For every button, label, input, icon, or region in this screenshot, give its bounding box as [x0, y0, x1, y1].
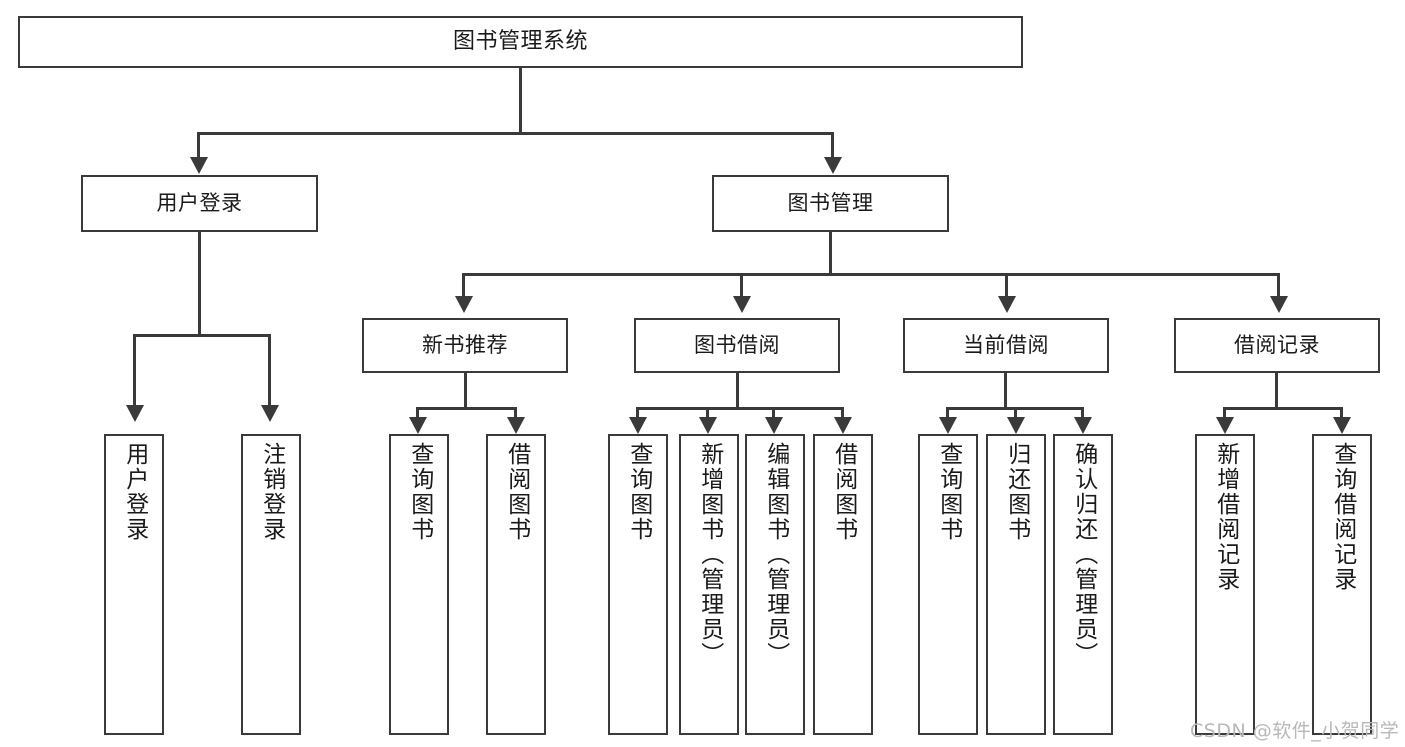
node-label: 用户登录: [121, 442, 148, 542]
arrow-current-borrow: [998, 296, 1016, 313]
node-book-borrow[interactable]: 图书借阅: [634, 318, 840, 373]
connector-currentborrow-stem: [1004, 373, 1007, 409]
connector-book-manage-stem: [829, 232, 832, 275]
connector-drop-book-borrow: [740, 273, 743, 298]
connector-user-login-bus: [133, 334, 270, 337]
leaf-bookborrow-edit-book[interactable]: 编辑图书（管理员）: [745, 434, 805, 735]
connector-borrowrecord-stem: [1275, 373, 1278, 409]
node-label: 注销登录: [258, 442, 285, 542]
leaf-bookborrow-query-book[interactable]: 查询图书: [608, 434, 668, 735]
arrow-borrowrecord-0: [1216, 417, 1234, 434]
node-label: 借阅图书: [503, 442, 530, 542]
leaf-bookborrow-add-book[interactable]: 新增图书（管理员）: [679, 434, 739, 735]
node-label: 当前借阅: [963, 333, 1049, 358]
node-label: 图书管理: [787, 191, 874, 216]
connector-drop-current-borrow: [1005, 273, 1008, 298]
node-label: 图书管理系统: [452, 29, 588, 55]
connector-drop-leaf-user-login: [133, 334, 136, 407]
arrow-bookborrow-1: [699, 417, 717, 434]
connector-drop-currentborrow-1: [1014, 407, 1017, 419]
node-label: 编辑图书（管理员）: [762, 442, 789, 667]
connector-user-login-stem: [198, 232, 201, 336]
arrow-bookborrow-2: [765, 417, 783, 434]
connector-drop-bookborrow-3: [841, 407, 844, 419]
node-label: 用户登录: [156, 191, 243, 216]
connector-bookborrow-bus: [636, 407, 844, 410]
arrow-borrowrecord-1: [1333, 417, 1351, 434]
connector-drop-bookborrow-1: [706, 407, 709, 419]
connector-drop-borrow-record: [1277, 273, 1280, 298]
connector-book-manage-bus: [462, 273, 1280, 276]
connector-drop-currentborrow-0: [946, 407, 949, 419]
arrow-book-borrow: [733, 296, 751, 313]
connector-bookborrow-stem: [736, 373, 739, 409]
connector-drop-book-manage: [831, 132, 834, 159]
node-borrow-record[interactable]: 借阅记录: [1174, 318, 1380, 373]
arrow-leaf-user-login: [126, 405, 144, 422]
node-label: 查询图书: [406, 442, 433, 542]
arrow-currentborrow-0: [939, 417, 957, 434]
leaf-newbook-borrow-book[interactable]: 借阅图书: [486, 434, 546, 735]
arrow-leaf-logout: [261, 405, 279, 422]
leaf-newbook-query-book[interactable]: 查询图书: [389, 434, 449, 735]
node-label: 查询图书: [625, 442, 652, 542]
leaf-bookborrow-borrow-book[interactable]: 借阅图书: [813, 434, 873, 735]
node-book-management[interactable]: 图书管理: [712, 175, 949, 232]
node-root-system[interactable]: 图书管理系统: [18, 16, 1023, 68]
arrow-borrow-record: [1270, 296, 1288, 313]
connector-root-bus: [197, 132, 834, 135]
arrow-book-manage: [824, 157, 842, 174]
connector-drop-user-login: [197, 132, 200, 159]
arrow-user-login: [190, 157, 208, 174]
node-label: 借阅图书: [830, 442, 857, 542]
connector-drop-currentborrow-2: [1081, 407, 1084, 419]
leaf-currentborrow-return-book[interactable]: 归还图书: [986, 434, 1046, 735]
node-label: 新增图书（管理员）: [696, 442, 723, 667]
node-label: 归还图书: [1003, 442, 1030, 542]
arrow-new-book: [455, 296, 473, 313]
leaf-user-login[interactable]: 用户登录: [104, 434, 164, 735]
connector-drop-newbook-1: [514, 407, 517, 419]
connector-root-stem: [519, 68, 522, 134]
connector-drop-borrowrecord-1: [1340, 407, 1343, 419]
node-current-borrow[interactable]: 当前借阅: [903, 318, 1109, 373]
node-label: 查询图书: [935, 442, 962, 542]
arrow-newbook-1: [507, 417, 525, 434]
connector-borrowrecord-bus: [1223, 407, 1343, 410]
node-label: 新增借阅记录: [1212, 442, 1239, 592]
csdn-watermark: CSDN @软件_小贺同学: [1190, 720, 1400, 742]
leaf-currentborrow-query-book[interactable]: 查询图书: [918, 434, 978, 735]
connector-newbook-stem: [464, 373, 467, 409]
leaf-logout[interactable]: 注销登录: [241, 434, 301, 735]
node-label: 确认归还（管理员）: [1070, 442, 1097, 667]
connector-drop-newbook-0: [416, 407, 419, 419]
arrow-currentborrow-1: [1007, 417, 1025, 434]
node-label: 查询借阅记录: [1329, 442, 1356, 592]
arrow-newbook-0: [409, 417, 427, 434]
node-label: 图书借阅: [694, 333, 780, 358]
node-label: 借阅记录: [1234, 333, 1320, 358]
node-label: 新书推荐: [422, 333, 508, 358]
node-new-book-recommend[interactable]: 新书推荐: [362, 318, 568, 373]
connector-drop-new-book: [462, 273, 465, 298]
arrow-bookborrow-3: [834, 417, 852, 434]
connector-drop-leaf-logout: [268, 334, 271, 407]
connector-newbook-bus: [416, 407, 517, 410]
connector-drop-bookborrow-2: [772, 407, 775, 419]
arrow-currentborrow-2: [1074, 417, 1092, 434]
connector-drop-borrowrecord-0: [1223, 407, 1226, 419]
leaf-borrowrecord-query-record[interactable]: 查询借阅记录: [1312, 434, 1372, 735]
leaf-borrowrecord-add-record[interactable]: 新增借阅记录: [1195, 434, 1255, 735]
arrow-bookborrow-0: [629, 417, 647, 434]
node-user-login[interactable]: 用户登录: [81, 175, 318, 232]
leaf-currentborrow-confirm-return[interactable]: 确认归还（管理员）: [1053, 434, 1113, 735]
connector-drop-bookborrow-0: [636, 407, 639, 419]
